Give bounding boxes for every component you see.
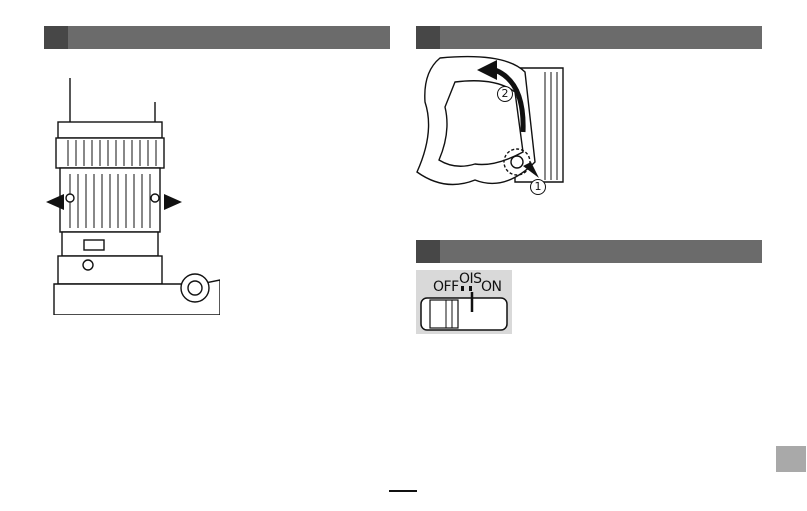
ois-off-label: OFF [433, 280, 459, 294]
ois-on-label: ON [481, 280, 502, 294]
ois-switch-illustration: OFF OIS ON [416, 270, 512, 334]
section-header-bar-right-mid [416, 240, 762, 263]
section-header-bar-accent [416, 240, 440, 263]
ois-label: OIS [459, 272, 482, 286]
step-2-badge: 2 [497, 86, 513, 102]
section-header-bar-right-top [416, 26, 762, 49]
page-number-underline [389, 490, 417, 492]
section-header-bar-accent [416, 26, 440, 49]
step-1-badge: 1 [530, 179, 546, 195]
lens-rings-illustration [40, 60, 220, 315]
section-header-bar-accent [44, 26, 68, 49]
chapter-tab-marker [776, 446, 806, 472]
section-header-bar-left [44, 26, 390, 49]
